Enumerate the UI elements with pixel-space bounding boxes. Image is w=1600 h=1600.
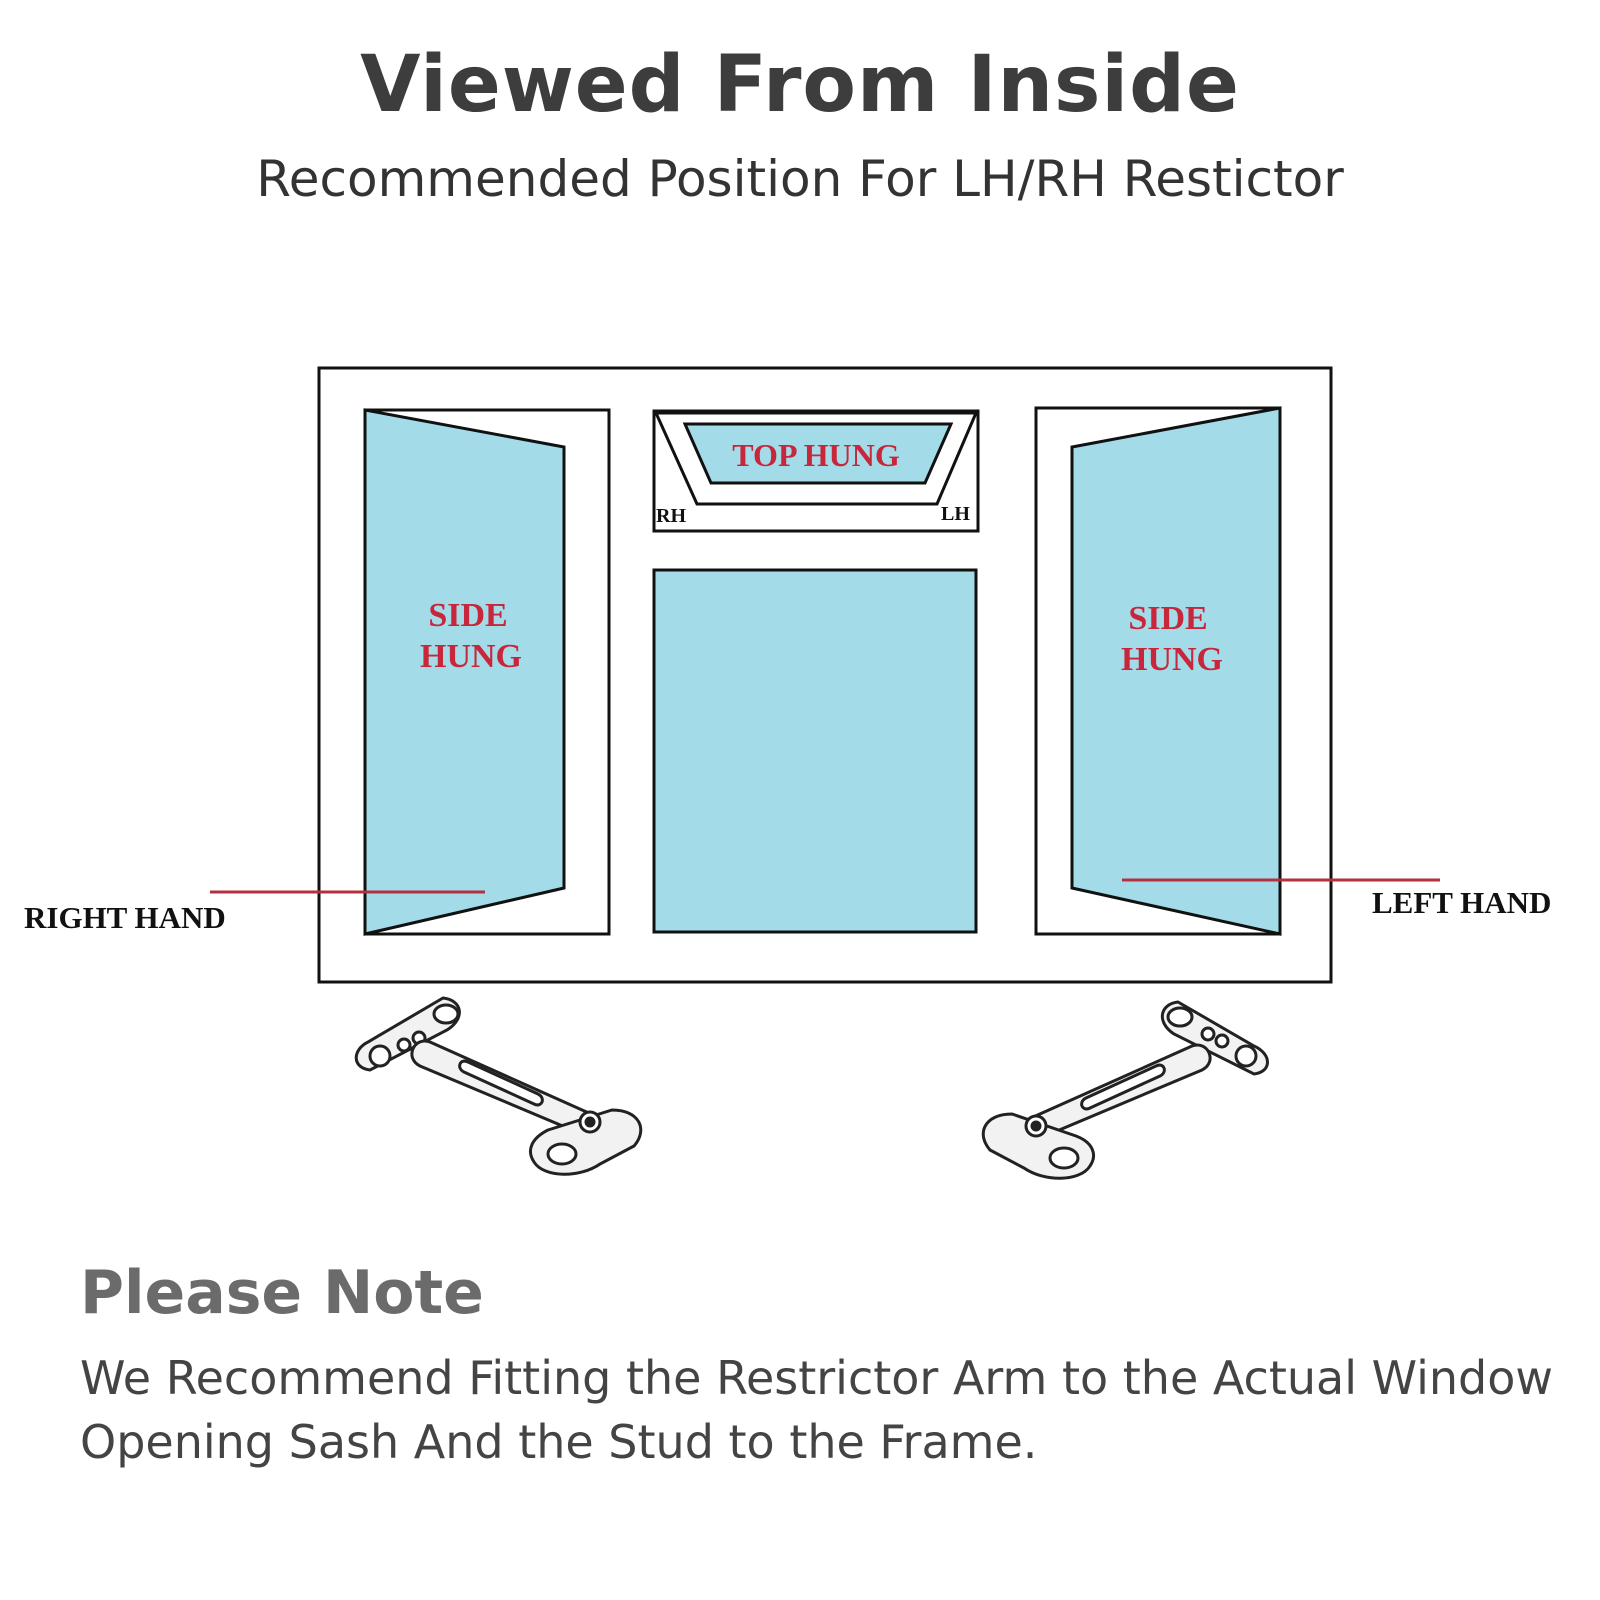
note-body: We Recommend Fitting the Restrictor Arm … — [80, 1346, 1560, 1474]
top-vent-lh-label: LH — [941, 503, 970, 525]
note-line-1: We Recommend Fitting the Restrictor Arm … — [80, 1351, 1553, 1405]
page-subtitle: Recommended Position For LH/RH Restictor — [256, 150, 1344, 208]
left-panel-label-line2: HUNG — [420, 638, 522, 675]
left-casement-glass — [363, 408, 566, 936]
left-hand-label: LEFT HAND — [1372, 885, 1551, 920]
left-panel-label-line1: SIDE — [428, 597, 507, 634]
top-vent-rh-label: RH — [656, 505, 686, 527]
note-line-2: Opening Sash And the Stud to the Frame. — [80, 1415, 1038, 1469]
right-hand-restrictor-illustration — [354, 996, 643, 1176]
page-title: Viewed From Inside — [360, 40, 1240, 130]
right-panel-label-line1: SIDE — [1128, 600, 1207, 637]
centre-fixed-pane — [652, 568, 978, 934]
right-panel-label-line2: HUNG — [1121, 641, 1223, 678]
top-vent-glass — [682, 422, 954, 485]
right-hand-label: RIGHT HAND — [24, 900, 226, 935]
left-hand-restrictor-illustration — [981, 1000, 1269, 1180]
top-panel-label: TOP HUNG — [732, 437, 900, 473]
right-casement-glass — [1070, 406, 1282, 936]
note-heading: Please Note — [80, 1258, 484, 1328]
